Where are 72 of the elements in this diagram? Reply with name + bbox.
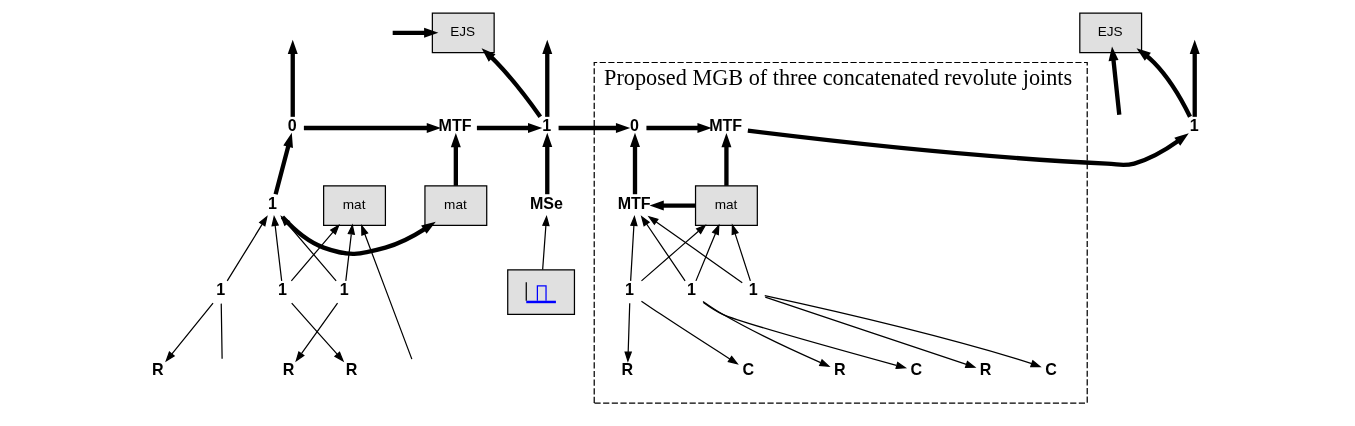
arrow [630,132,640,195]
node-text: R [345,360,358,379]
arrow [271,214,283,282]
arrow [640,300,739,365]
arrow [290,223,340,282]
node-text: R [282,360,295,379]
arrow [624,302,633,363]
arrow [1189,39,1200,117]
node-text: R [979,360,992,379]
arrow [280,215,436,256]
node-text: 0 [630,115,639,134]
node-box: mat [424,185,488,226]
node-text: C [742,360,755,379]
arrow [450,132,461,186]
arrow [695,223,720,282]
arrow [481,48,543,118]
arrow [542,39,553,117]
node-text: 1 [686,280,696,299]
node-text: MTF [709,115,743,134]
node-text: 1 [748,280,758,299]
arrow [764,295,1042,368]
node-text: 1 [216,280,226,299]
arrow [1136,48,1192,118]
node-text: MTF [438,115,472,134]
arrow [647,215,743,284]
arrow [291,302,345,363]
node-text: 0 [287,115,297,134]
node-box: mat [694,185,758,226]
node-box: EJS [431,12,495,54]
arrow [273,132,293,195]
node-text: R [621,360,633,379]
arrow [226,215,268,282]
node-text: 1 [625,280,635,299]
arrow [702,301,908,370]
arrow [476,123,543,133]
node-text: MSe [529,193,563,212]
arrow [629,214,638,282]
connector [220,303,223,360]
arrow [280,215,337,282]
node-text: MTF [617,193,651,212]
node-text: 1 [268,193,277,212]
arrow [542,132,553,195]
arrow [731,223,751,282]
node-text: C [1045,360,1057,379]
arrow [295,302,339,363]
arrow [702,300,831,367]
arrow [558,123,631,133]
arrow [721,132,732,186]
arrow [392,27,439,38]
arrow [649,200,696,211]
arrow [541,214,550,271]
node-picture [507,269,576,315]
node-text: 1 [1189,115,1199,134]
node-box: mat [323,185,387,226]
node-text: R [151,360,164,379]
node-text: 1 [277,280,287,299]
arrow [165,302,214,363]
node-text: 1 [542,115,552,134]
arrow [287,39,298,117]
node-text: C [910,360,923,379]
arrow [764,296,977,368]
node-text: 1 [339,280,349,299]
arrow [640,215,686,282]
arrow [646,123,712,133]
arrow [303,123,441,133]
node-box: EJS [1079,12,1143,54]
arrow [640,224,707,282]
arrow [747,128,1189,168]
arrow [345,223,356,282]
arrow [361,224,413,360]
arrow [1108,46,1122,115]
node-text: R [833,360,846,379]
